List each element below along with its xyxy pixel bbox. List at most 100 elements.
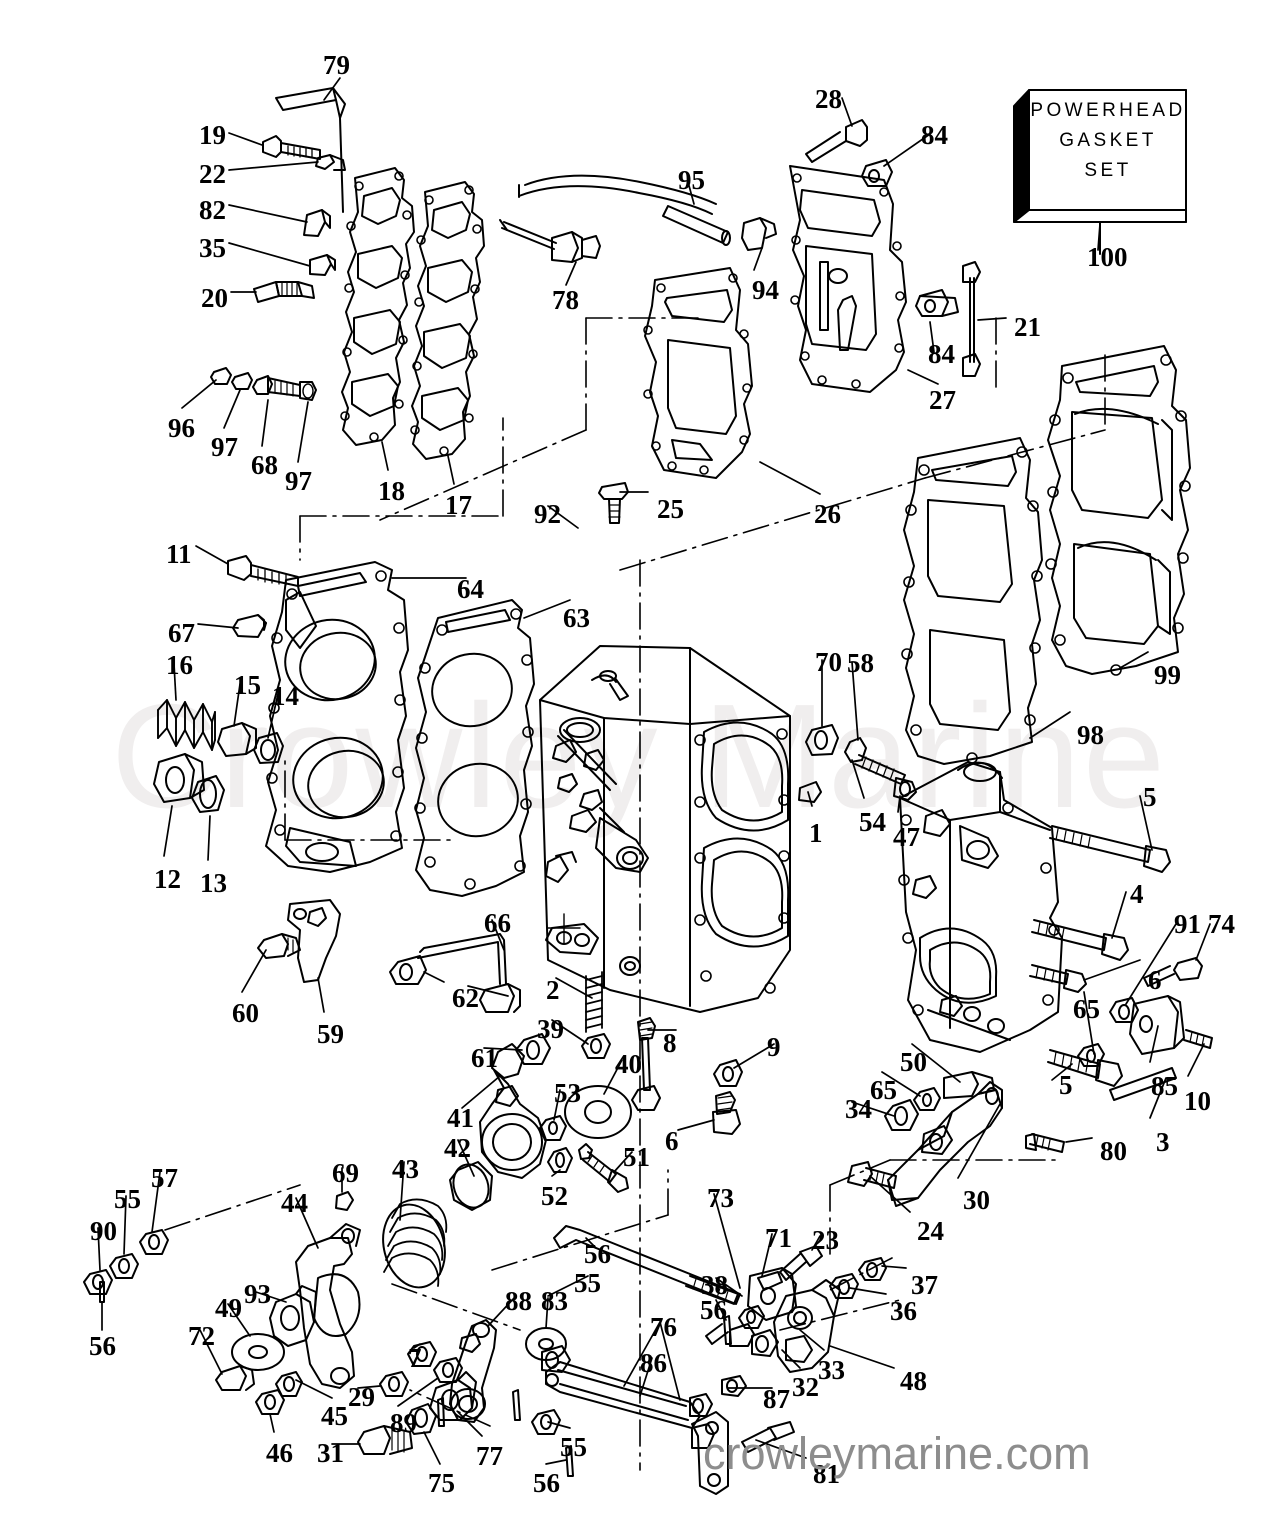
callout-80[interactable]: 80 bbox=[1100, 1136, 1127, 1166]
callout-82[interactable]: 82 bbox=[199, 195, 226, 225]
callout-12[interactable]: 12 bbox=[154, 864, 181, 894]
callout-85[interactable]: 85 bbox=[1151, 1071, 1178, 1101]
callout-56c[interactable]: 56 bbox=[89, 1331, 116, 1361]
callout-92[interactable]: 92 bbox=[534, 499, 561, 529]
callout-81[interactable]: 81 bbox=[813, 1459, 840, 1489]
callout-23[interactable]: 23 bbox=[812, 1225, 839, 1255]
callout-33[interactable]: 33 bbox=[818, 1355, 845, 1385]
callout-73[interactable]: 73 bbox=[707, 1183, 734, 1213]
callout-28[interactable]: 28 bbox=[815, 84, 842, 114]
callout-31[interactable]: 31 bbox=[317, 1438, 344, 1468]
callout-44[interactable]: 44 bbox=[281, 1188, 308, 1218]
callout-97b[interactable]: 97 bbox=[285, 466, 312, 496]
callout-35[interactable]: 35 bbox=[199, 233, 226, 263]
callout-43[interactable]: 43 bbox=[392, 1154, 419, 1184]
callout-50[interactable]: 50 bbox=[900, 1047, 927, 1077]
callout-38[interactable]: 38 bbox=[701, 1270, 728, 1300]
callout-65a[interactable]: 65 bbox=[1073, 994, 1100, 1024]
callout-86[interactable]: 86 bbox=[640, 1348, 667, 1378]
callout-75[interactable]: 75 bbox=[428, 1468, 455, 1498]
callout-3[interactable]: 3 bbox=[1156, 1127, 1170, 1157]
callout-69[interactable]: 69 bbox=[332, 1158, 359, 1188]
callout-77[interactable]: 77 bbox=[476, 1441, 503, 1471]
callout-18[interactable]: 18 bbox=[378, 476, 405, 506]
callout-46[interactable]: 46 bbox=[266, 1438, 293, 1468]
callout-55c[interactable]: 55 bbox=[560, 1432, 587, 1462]
callout-14[interactable]: 14 bbox=[272, 681, 299, 711]
callout-95[interactable]: 95 bbox=[678, 165, 705, 195]
callout-8[interactable]: 8 bbox=[663, 1028, 677, 1058]
callout-41[interactable]: 41 bbox=[447, 1103, 474, 1133]
callout-78[interactable]: 78 bbox=[552, 285, 579, 315]
callout-48[interactable]: 48 bbox=[900, 1366, 927, 1396]
callout-70[interactable]: 70 bbox=[815, 647, 842, 677]
callout-65b[interactable]: 65 bbox=[870, 1075, 897, 1105]
callout-24[interactable]: 24 bbox=[917, 1216, 944, 1246]
callout-64[interactable]: 64 bbox=[457, 574, 484, 604]
callout-54[interactable]: 54 bbox=[859, 807, 886, 837]
callout-20[interactable]: 20 bbox=[201, 283, 228, 313]
callout-61[interactable]: 61 bbox=[471, 1043, 498, 1073]
callout-37[interactable]: 37 bbox=[911, 1270, 938, 1300]
callout-55b[interactable]: 55 bbox=[574, 1268, 601, 1298]
callout-94[interactable]: 94 bbox=[752, 275, 779, 305]
callout-19[interactable]: 19 bbox=[199, 120, 226, 150]
callout-71[interactable]: 71 bbox=[765, 1223, 792, 1253]
callout-56d[interactable]: 56 bbox=[533, 1468, 560, 1498]
callout-58[interactable]: 58 bbox=[847, 648, 874, 678]
callout-79[interactable]: 79 bbox=[323, 50, 350, 80]
callout-15[interactable]: 15 bbox=[234, 670, 261, 700]
callout-60[interactable]: 60 bbox=[232, 998, 259, 1028]
callout-53[interactable]: 53 bbox=[554, 1078, 581, 1108]
callout-67[interactable]: 67 bbox=[168, 618, 195, 648]
callout-11[interactable]: 11 bbox=[166, 539, 192, 569]
callout-51[interactable]: 51 bbox=[623, 1142, 650, 1172]
callout-9[interactable]: 9 bbox=[767, 1032, 781, 1062]
callout-13[interactable]: 13 bbox=[200, 868, 227, 898]
callout-27[interactable]: 27 bbox=[929, 385, 956, 415]
callout-47[interactable]: 47 bbox=[893, 822, 920, 852]
callout-29[interactable]: 29 bbox=[348, 1382, 375, 1412]
callout-68[interactable]: 68 bbox=[251, 450, 278, 480]
callout-16[interactable]: 16 bbox=[166, 650, 193, 680]
callout-100[interactable]: 100 bbox=[1087, 242, 1128, 272]
callout-57[interactable]: 57 bbox=[151, 1163, 178, 1193]
callout-89[interactable]: 89 bbox=[390, 1408, 417, 1438]
callout-30[interactable]: 30 bbox=[963, 1185, 990, 1215]
callout-52[interactable]: 52 bbox=[541, 1181, 568, 1211]
callout-17[interactable]: 17 bbox=[445, 490, 472, 520]
callout-5a[interactable]: 5 bbox=[1143, 782, 1157, 812]
callout-59[interactable]: 59 bbox=[317, 1019, 344, 1049]
callout-87[interactable]: 87 bbox=[763, 1384, 790, 1414]
callout-34[interactable]: 34 bbox=[845, 1094, 872, 1124]
callout-49[interactable]: 49 bbox=[215, 1293, 242, 1323]
callout-22[interactable]: 22 bbox=[199, 159, 226, 189]
callout-39[interactable]: 39 bbox=[537, 1014, 564, 1044]
callout-88[interactable]: 88 bbox=[505, 1286, 532, 1316]
callout-25[interactable]: 25 bbox=[657, 494, 684, 524]
callout-62[interactable]: 62 bbox=[452, 983, 479, 1013]
callout-26[interactable]: 26 bbox=[814, 499, 841, 529]
callout-32[interactable]: 32 bbox=[792, 1372, 819, 1402]
callout-42[interactable]: 42 bbox=[444, 1133, 471, 1163]
callout-2[interactable]: 2 bbox=[546, 975, 560, 1005]
callout-72[interactable]: 72 bbox=[188, 1321, 215, 1351]
callout-98[interactable]: 98 bbox=[1077, 720, 1104, 750]
callout-40[interactable]: 40 bbox=[615, 1049, 642, 1079]
callout-56a[interactable]: 56 bbox=[700, 1295, 727, 1325]
callout-84b[interactable]: 84 bbox=[928, 339, 955, 369]
callout-91[interactable]: 91 bbox=[1174, 909, 1201, 939]
callout-96[interactable]: 96 bbox=[168, 413, 195, 443]
callout-63[interactable]: 63 bbox=[563, 603, 590, 633]
callout-90[interactable]: 90 bbox=[90, 1216, 117, 1246]
callout-10[interactable]: 10 bbox=[1184, 1086, 1211, 1116]
callout-21[interactable]: 21 bbox=[1014, 312, 1041, 342]
callout-36[interactable]: 36 bbox=[890, 1296, 917, 1326]
callout-4[interactable]: 4 bbox=[1130, 879, 1144, 909]
callout-93[interactable]: 93 bbox=[244, 1279, 271, 1309]
callout-84a[interactable]: 84 bbox=[921, 120, 948, 150]
callout-99[interactable]: 99 bbox=[1154, 660, 1181, 690]
callout-83[interactable]: 83 bbox=[541, 1286, 568, 1316]
callout-6b[interactable]: 6 bbox=[665, 1126, 679, 1156]
callout-45[interactable]: 45 bbox=[321, 1401, 348, 1431]
